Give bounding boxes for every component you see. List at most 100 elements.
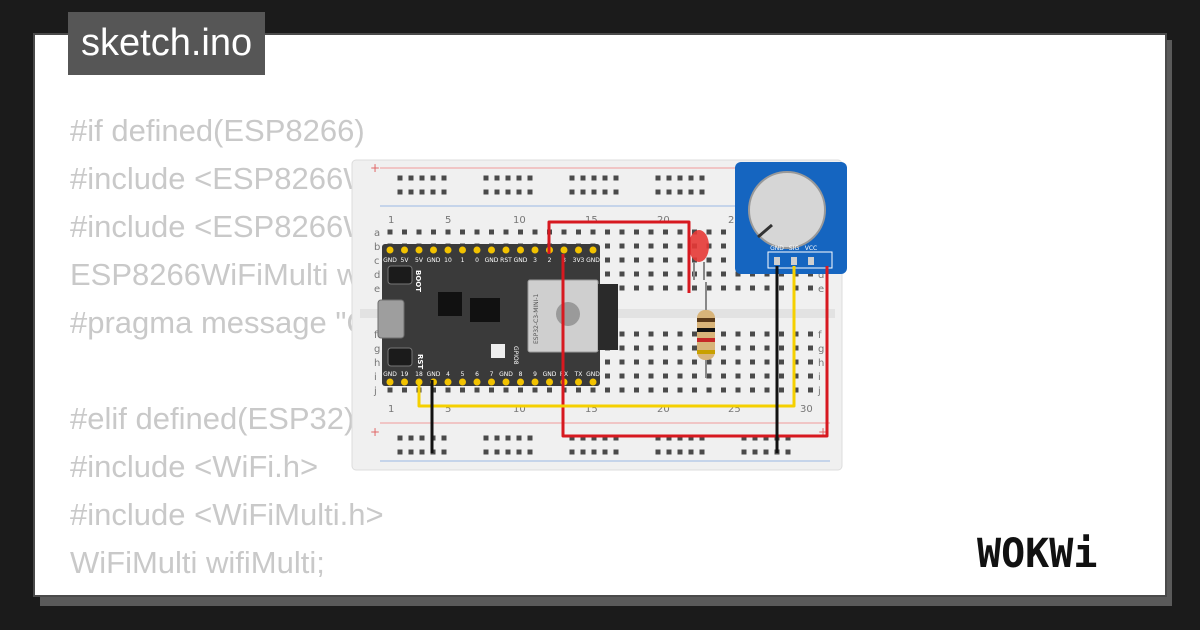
pot-pin [774, 257, 780, 265]
breadboard-hole [605, 257, 610, 263]
breadboard-hole [605, 271, 610, 277]
row-letter: f [374, 330, 378, 341]
pot-pin-label: VCC [805, 245, 817, 252]
breadboard-hole [663, 243, 668, 249]
rail-hole [591, 189, 597, 195]
breadboard-hole [576, 387, 581, 393]
breadboard-hole [677, 257, 683, 263]
rail-plus-label: + [818, 425, 828, 439]
breadboard-hole [402, 387, 407, 393]
code-line: #include <WiFi.h> [70, 449, 319, 484]
esp32-pin-label: 3V3 [573, 257, 585, 264]
resistor-band [697, 318, 715, 322]
breadboard-hole [634, 331, 639, 337]
breadboard-hole [532, 387, 538, 393]
rail-hole [677, 435, 683, 441]
row-letter: c [374, 256, 380, 267]
breadboard-hole [793, 345, 799, 351]
pot-pin [791, 257, 797, 265]
esp32-pin [488, 378, 495, 386]
esp32-pin-label: 3 [533, 257, 537, 264]
rail-hole [666, 189, 672, 195]
wire-red-vcc [561, 254, 829, 438]
breadboard-hole [677, 271, 683, 277]
row-letter: i [818, 372, 821, 383]
rail-hole [505, 449, 511, 455]
breadboard-hole [721, 285, 726, 291]
resistor-band [697, 350, 715, 354]
rail-hole [505, 189, 511, 195]
row-letter: e [818, 284, 824, 295]
rail-hole [397, 435, 403, 441]
wokwi-wordmark: WOKWi [977, 531, 1097, 577]
rail-hole [419, 189, 425, 195]
breadboard-hole [605, 243, 610, 249]
breadboard-hole [619, 331, 625, 337]
red-led[interactable] [689, 230, 709, 280]
column-number: 20 [657, 404, 670, 415]
breadboard-hole [619, 243, 625, 249]
breadboard-hole [706, 285, 712, 291]
rail-hole [666, 175, 672, 181]
rail-hole [602, 449, 608, 455]
breadboard-hole [677, 373, 683, 379]
breadboard-hole [692, 331, 697, 337]
rail-hole [741, 449, 747, 455]
breadboard-hole [648, 257, 654, 263]
circuit-diagram: + + + + 1 5 10 15 20 25 1 5 10 15 20 25 … [351, 159, 847, 471]
breadboard-hole [619, 257, 625, 263]
rail-hole [699, 189, 705, 195]
resistor-band [697, 328, 715, 332]
breadboard-hole [808, 285, 813, 291]
breadboard-hole [692, 359, 697, 365]
rail-hole [688, 449, 694, 455]
breadboard-hole [619, 229, 625, 235]
esp32-pin [502, 246, 510, 254]
pot-pin-label: GND [770, 245, 784, 252]
breadboard-hole [808, 373, 813, 379]
breadboard-hole [605, 387, 610, 393]
column-number: 10 [513, 215, 526, 226]
breadboard-hole [663, 331, 668, 337]
rail-hole [441, 435, 447, 441]
row-letter: h [818, 358, 824, 369]
pot-pin [808, 257, 814, 265]
breadboard-hole [735, 387, 741, 393]
rail-hole [494, 449, 500, 455]
breadboard-hole [590, 387, 596, 393]
esp32-pin-label: 7 [490, 371, 494, 378]
breadboard-hole [634, 373, 639, 379]
esp32-pin-label: 1 [461, 257, 465, 264]
breadboard-hole [489, 229, 494, 235]
breadboard-hole [706, 359, 712, 365]
rail-hole [527, 449, 533, 455]
row-letter: d [374, 270, 380, 281]
rail-hole [602, 189, 608, 195]
rail-hole [785, 435, 791, 441]
breadboard-hole [764, 331, 770, 337]
breadboard-hole [489, 387, 494, 393]
boot-button[interactable] [387, 265, 413, 285]
breadboard-hole [634, 285, 639, 291]
esp32-pin-label: GND [383, 371, 397, 378]
resistor[interactable] [697, 282, 715, 378]
esp32-pin [401, 246, 408, 254]
breadboard-hole [793, 331, 799, 337]
breadboard-hole [402, 229, 407, 235]
esp32-pin-label: 2 [548, 257, 552, 264]
rail-hole [569, 435, 575, 441]
boot-label: BOOT [414, 270, 422, 292]
esp32-pin [386, 246, 394, 254]
rst-button[interactable] [387, 347, 413, 367]
breadboard-hole [735, 373, 741, 379]
rail-hole [505, 175, 511, 181]
rail-hole [688, 189, 694, 195]
breadboard-hole [634, 257, 639, 263]
breadboard-hole [648, 373, 654, 379]
rail-hole [527, 435, 533, 441]
rail-hole [666, 435, 672, 441]
file-tab[interactable]: sketch.ino [68, 12, 266, 75]
breadboard-hole [648, 229, 654, 235]
